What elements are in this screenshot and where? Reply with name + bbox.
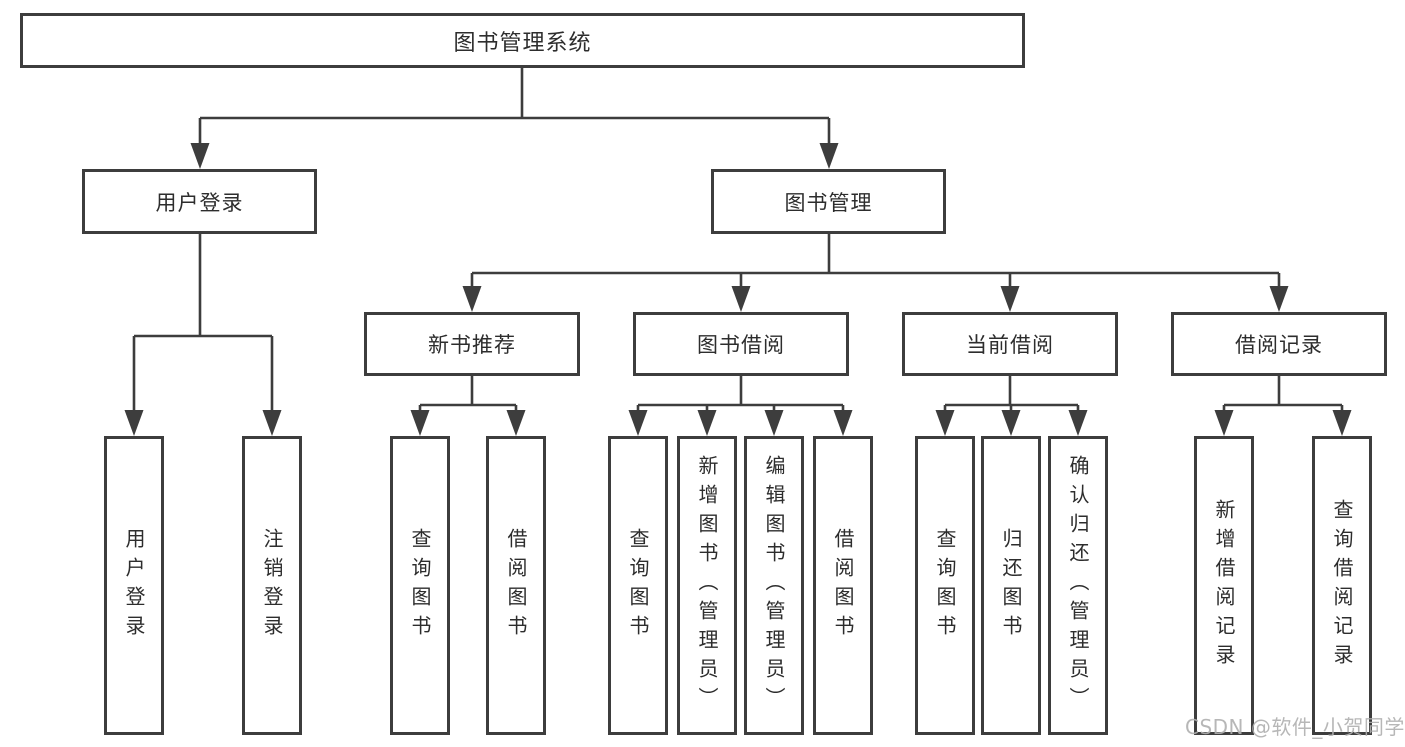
- node-user-login: 用户登录: [82, 169, 317, 234]
- node-label: 图书借阅: [697, 333, 785, 357]
- leaf-label: 归还图书: [999, 527, 1023, 644]
- csdn-watermark: CSDN @软件_小贺同学: [1185, 715, 1405, 739]
- arrowheads: [124, 143, 1352, 436]
- leaf-add-borrow-record: 新增借阅记录: [1194, 436, 1254, 735]
- leaf-user-login: 用户登录: [104, 436, 164, 735]
- node-label: 借阅记录: [1235, 333, 1323, 357]
- leaf-label: 借阅图书: [504, 527, 528, 644]
- node-book-management: 图书管理: [711, 169, 946, 234]
- node-label: 当前借阅: [966, 333, 1054, 357]
- leaf-add-books-admin: 新增图书（管理员）: [677, 436, 737, 735]
- node-label: 图书管理: [784, 190, 873, 215]
- leaf-label: 用户登录: [122, 527, 146, 644]
- node-new-book-recommend: 新书推荐: [364, 312, 580, 376]
- node-library-management-system: 图书管理系统: [20, 13, 1025, 68]
- node-borrowing-records: 借阅记录: [1171, 312, 1387, 376]
- leaf-borrow-books: 借阅图书: [813, 436, 873, 735]
- leaf-borrow-books-recommend: 借阅图书: [486, 436, 546, 735]
- node-current-borrowing: 当前借阅: [902, 312, 1118, 376]
- leaf-label: 编辑图书（管理员）: [762, 455, 786, 716]
- leaf-return-books: 归还图书: [981, 436, 1041, 735]
- node-label: 图书管理系统: [453, 30, 592, 56]
- node-book-borrowing: 图书借阅: [633, 312, 849, 376]
- leaf-query-books-current: 查询图书: [915, 436, 975, 735]
- leaf-query-books-borrowing: 查询图书: [608, 436, 668, 735]
- node-label: 新书推荐: [428, 333, 516, 357]
- leaf-query-borrow-record: 查询借阅记录: [1312, 436, 1372, 735]
- leaf-label: 查询图书: [933, 527, 957, 644]
- leaf-label: 借阅图书: [831, 527, 855, 644]
- leaf-label: 确认归还（管理员）: [1066, 455, 1090, 716]
- leaf-label: 新增图书（管理员）: [695, 455, 719, 716]
- leaf-label: 查询图书: [626, 527, 650, 644]
- leaf-query-books-recommend: 查询图书: [390, 436, 450, 735]
- leaf-label: 查询图书: [408, 527, 432, 644]
- leaf-confirm-return-admin: 确认归还（管理员）: [1048, 436, 1108, 735]
- leaf-edit-books-admin: 编辑图书（管理员）: [744, 436, 804, 735]
- leaf-logout: 注销登录: [242, 436, 302, 735]
- leaf-label: 注销登录: [260, 527, 284, 644]
- leaf-label: 查询借阅记录: [1330, 498, 1354, 673]
- leaf-label: 新增借阅记录: [1212, 498, 1236, 673]
- node-label: 用户登录: [155, 190, 244, 215]
